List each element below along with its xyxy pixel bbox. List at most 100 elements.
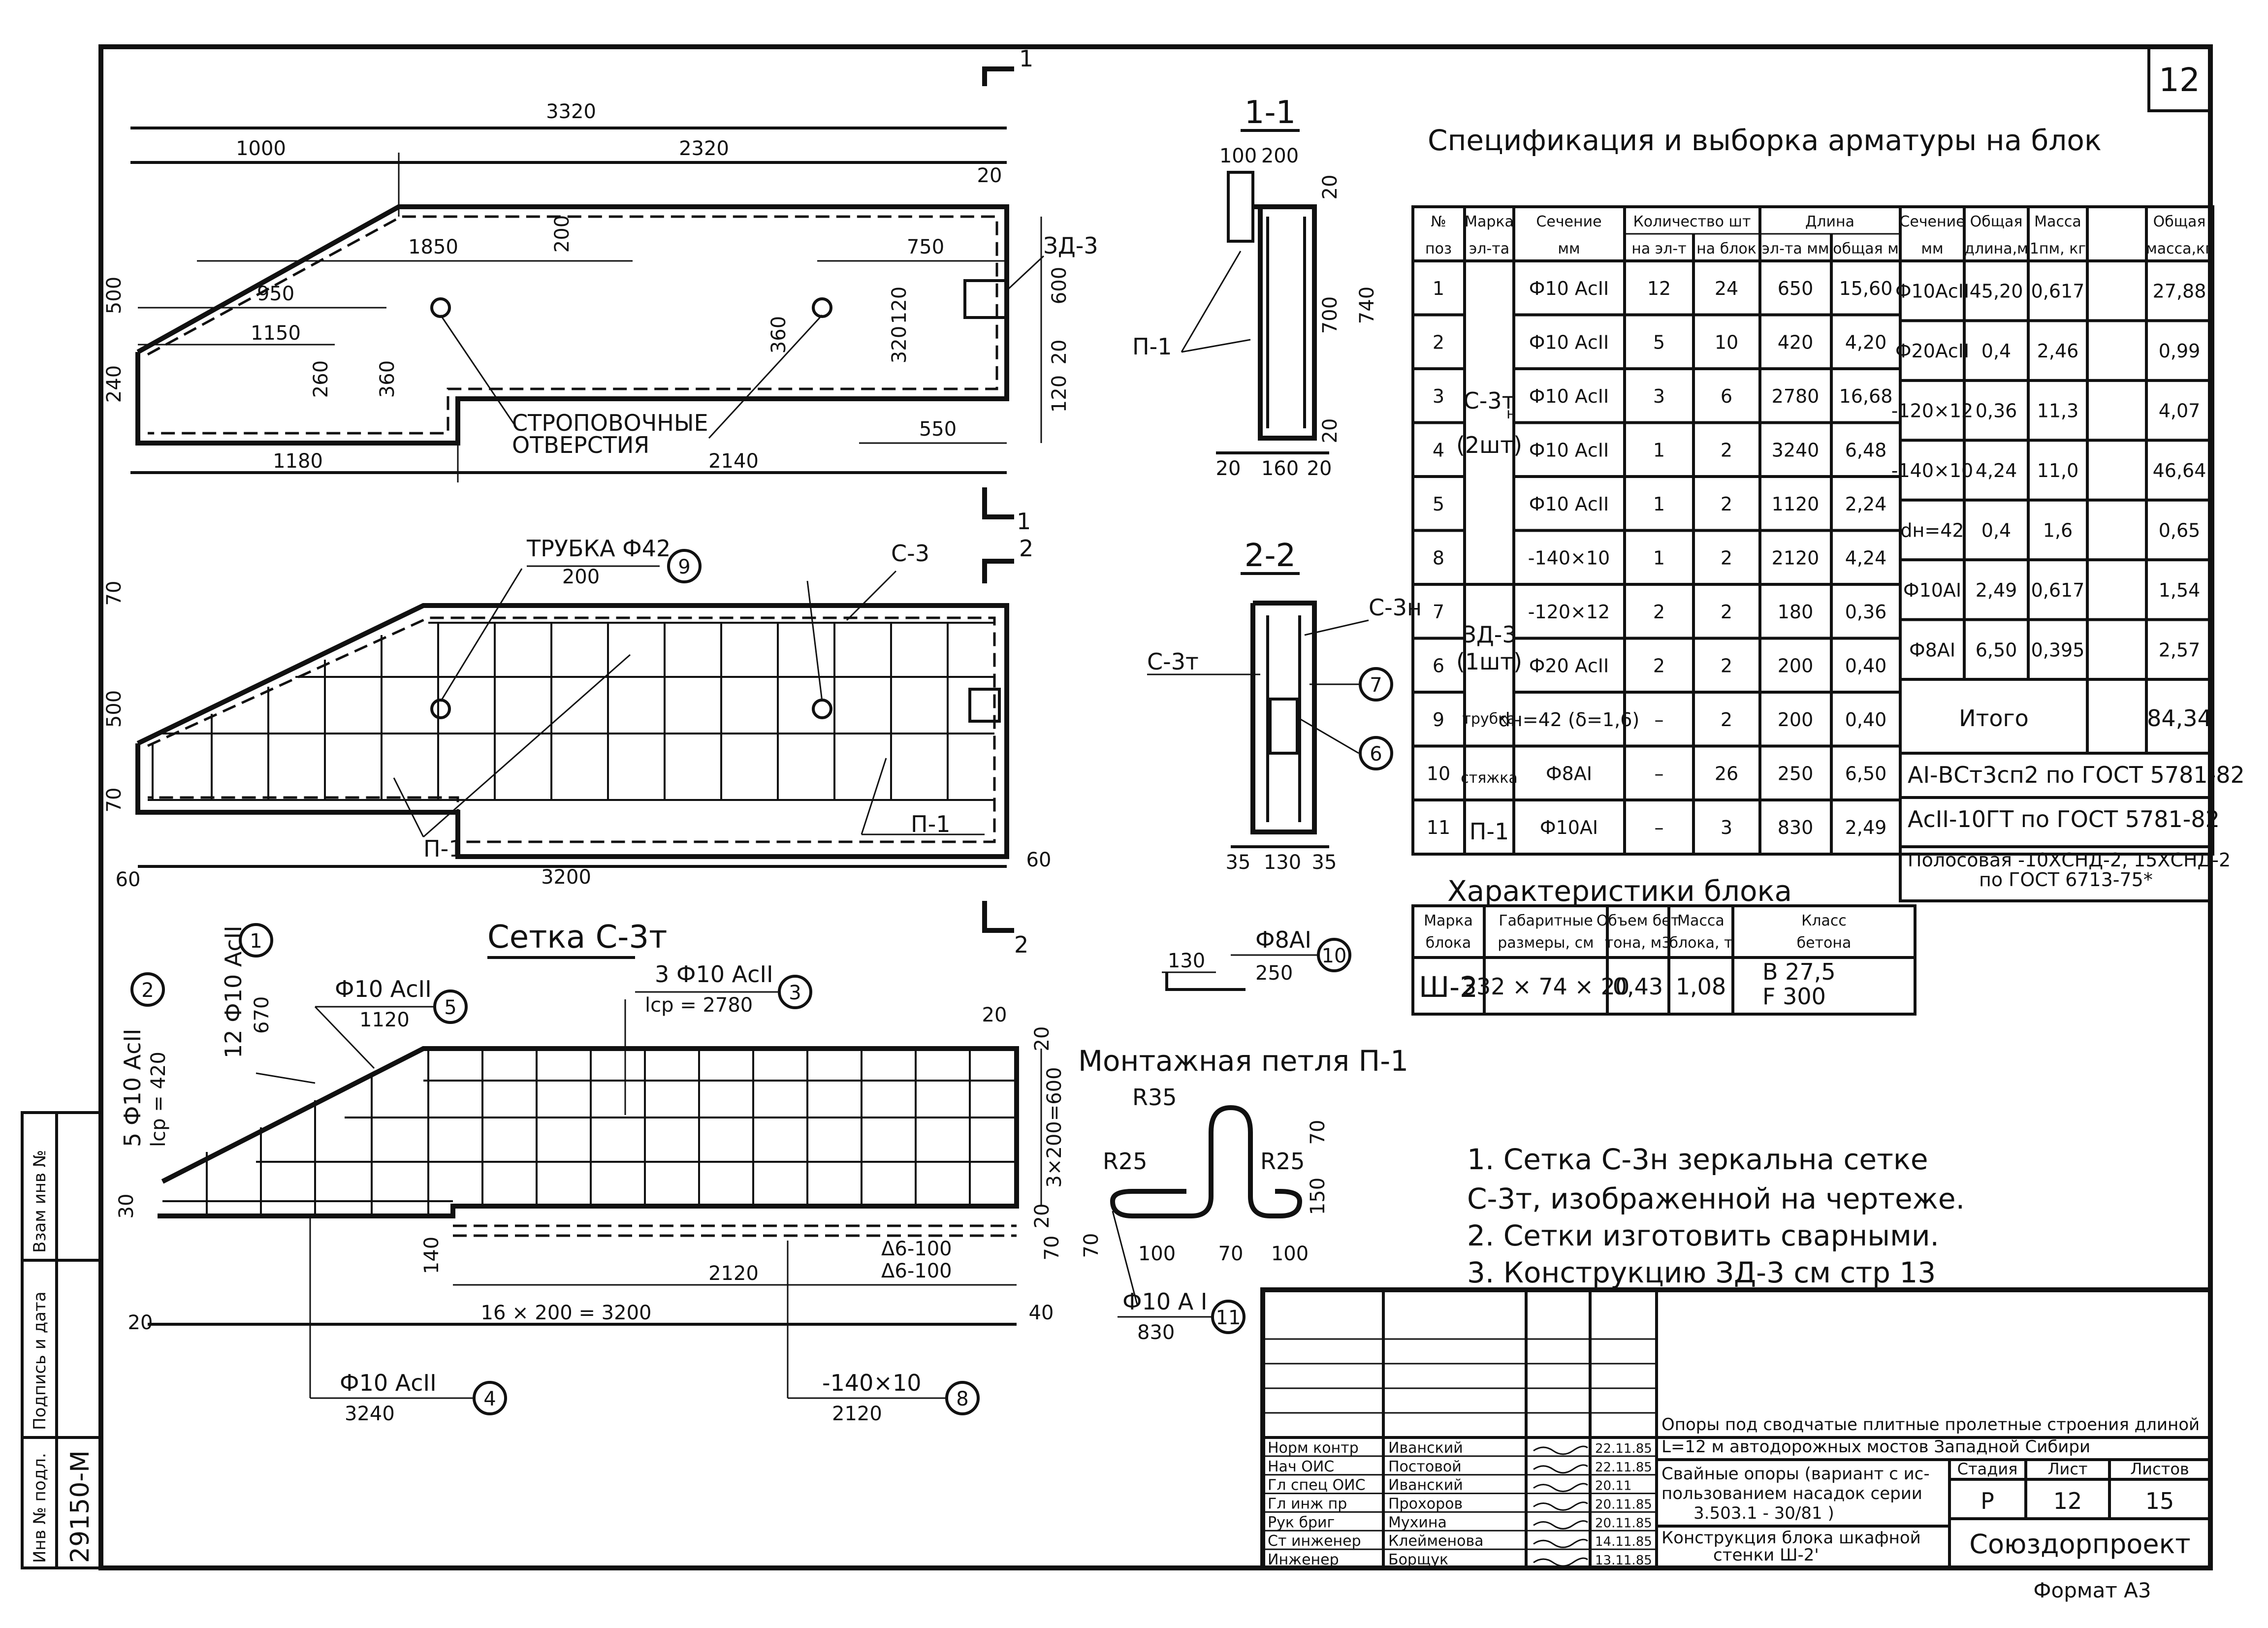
s11-dim-200: 200 [1261,145,1299,167]
dim-500: 500 [103,277,126,314]
mesh-pos-1-text: 12 Ф10 АсII [220,926,247,1058]
tb-role: Норм контр [1268,1439,1359,1457]
spec-mark-c3-qty: (2шт) [1456,432,1522,458]
tb-signature [1533,1538,1588,1548]
spec-mark-zd3-qty: (1шт) [1456,648,1522,675]
pos-9-number: 9 [678,556,690,578]
spec-cell-pos: 8 [1433,547,1444,569]
spec-cell-lt: 15,60 [1839,278,1893,299]
dim-750: 750 [907,236,944,258]
s22-pos-6-num: 6 [1370,743,1382,766]
spec-cell-qe: – [1655,817,1664,838]
chars-h2b: размеры, см [1498,934,1594,952]
section-1-1: 1-1 100 200 20 700 740 20 20 160 20 П-1 [1132,95,1378,480]
dim-120a: 120 [888,287,911,324]
sel-cell-sec: Ф20АсII [1895,340,1969,362]
spec-h-len: Длина [1805,213,1854,230]
tb-person: Постовой [1388,1458,1462,1475]
sel-h-mass2: 1пм, кг [2030,240,2086,257]
s11-dim-20d: 20 [1307,457,1332,480]
sel-cell-sec: Ф8АI [1909,639,1955,661]
dim-240: 240 [103,365,126,403]
rebar-dim-70a: 70 [103,581,126,606]
loop-r35: R35 [1132,1084,1177,1111]
s11-dim-100: 100 [1219,145,1257,167]
spec-h-len-tot: общая м [1833,240,1899,257]
sheet-number-box [2147,45,2212,112]
tb-stage: Р [1981,1488,1994,1514]
sel-cell-len: 0,4 [1981,340,2011,362]
tie-pos-10 [1317,938,1351,972]
spec-cell-qb: 2 [1721,709,1732,731]
mesh-c3-label: С-3 [891,540,929,567]
mesh-dim-30: 30 [115,1194,138,1219]
spec-cell-qe: 2 [1653,655,1665,676]
mesh-d6a: Δ6-100 [881,1238,952,1260]
spec-cell-qe: 12 [1647,278,1671,299]
spec-h-sec1: Сечение [1536,213,1601,230]
tb-signature [1533,1501,1588,1511]
tb-name-1: Конструкция блока шкафной [1661,1528,1921,1548]
chars-h4b: блока, т [1669,934,1732,952]
sel-cell-len: 45,20 [1970,281,2023,302]
spec-cell-qb: 10 [1715,331,1738,353]
spec-cell-qe: 1 [1653,439,1665,461]
loop-p1-left: П-1 [423,835,463,862]
sel-cell-sec: Ф10АI [1903,579,1961,601]
loop-d70b: 70 [1080,1233,1103,1258]
tube-dim-200: 200 [562,566,600,588]
s22-pos-6 [1359,736,1393,770]
sel-cell-len: 6,50 [1976,639,2017,661]
spec-cell-qe: 2 [1653,601,1665,623]
mesh-dim-70: 70 [1041,1236,1063,1261]
dim-950: 950 [257,283,294,305]
mesh-pos-3 [778,975,812,1009]
sel-cell-len: 0,4 [1981,519,2011,541]
tb-role: Гл инж пр [1268,1496,1347,1513]
mesh-dim-20b: 20 [1031,1026,1054,1052]
chars-h1a: Марка [1424,912,1473,929]
chars-h5a: Класс [1801,912,1847,929]
chars-cls1: В 27,5 [1762,958,1836,985]
spec-cell-lt: 6,50 [1845,763,1887,784]
dim-360a: 360 [376,360,399,398]
spec-h-pos1: № [1431,213,1446,230]
spec-mark-c3: С-3т [1464,387,1515,414]
loop-d70a: 70 [1307,1120,1329,1145]
spec-h-mark1: Марка [1465,213,1514,230]
cut-1-top: 1 [1019,45,1033,72]
side-inv-podl: Инв № подл. [30,1453,50,1563]
chars-h2a: Габаритные [1499,912,1593,929]
spec-cell-sec: Ф10АI [1540,817,1598,838]
spec-cell-pos: 2 [1433,331,1444,353]
mesh-pos-4-text: Ф10 АсII [340,1370,437,1396]
sel-cell-m: 11,0 [2037,460,2079,481]
mesh-pos-2-text: 5 Ф10 АсII [119,1028,146,1147]
tb-person: Клейменова [1388,1532,1484,1550]
spec-cell-sec: Ф10 АсII [1529,331,1609,353]
loop-pos-11 [1211,1300,1246,1334]
spec-cell-qb: 3 [1721,817,1732,838]
mesh-pos-4-len: 3240 [345,1403,395,1425]
section-1-1-title: 1-1 [1245,95,1296,131]
rebar-dim-60a: 60 [116,868,141,891]
s11-dim-20a: 20 [1319,175,1342,200]
s11-p1: П-1 [1132,333,1172,360]
tb-sheet-h: Лист [2047,1460,2087,1478]
dim-1150: 1150 [251,322,301,345]
cut-1-bottom: 1 [1017,508,1031,535]
loop-rebar: Ф10 А I [1122,1288,1207,1315]
spec-cell-qb: 2 [1721,439,1732,461]
